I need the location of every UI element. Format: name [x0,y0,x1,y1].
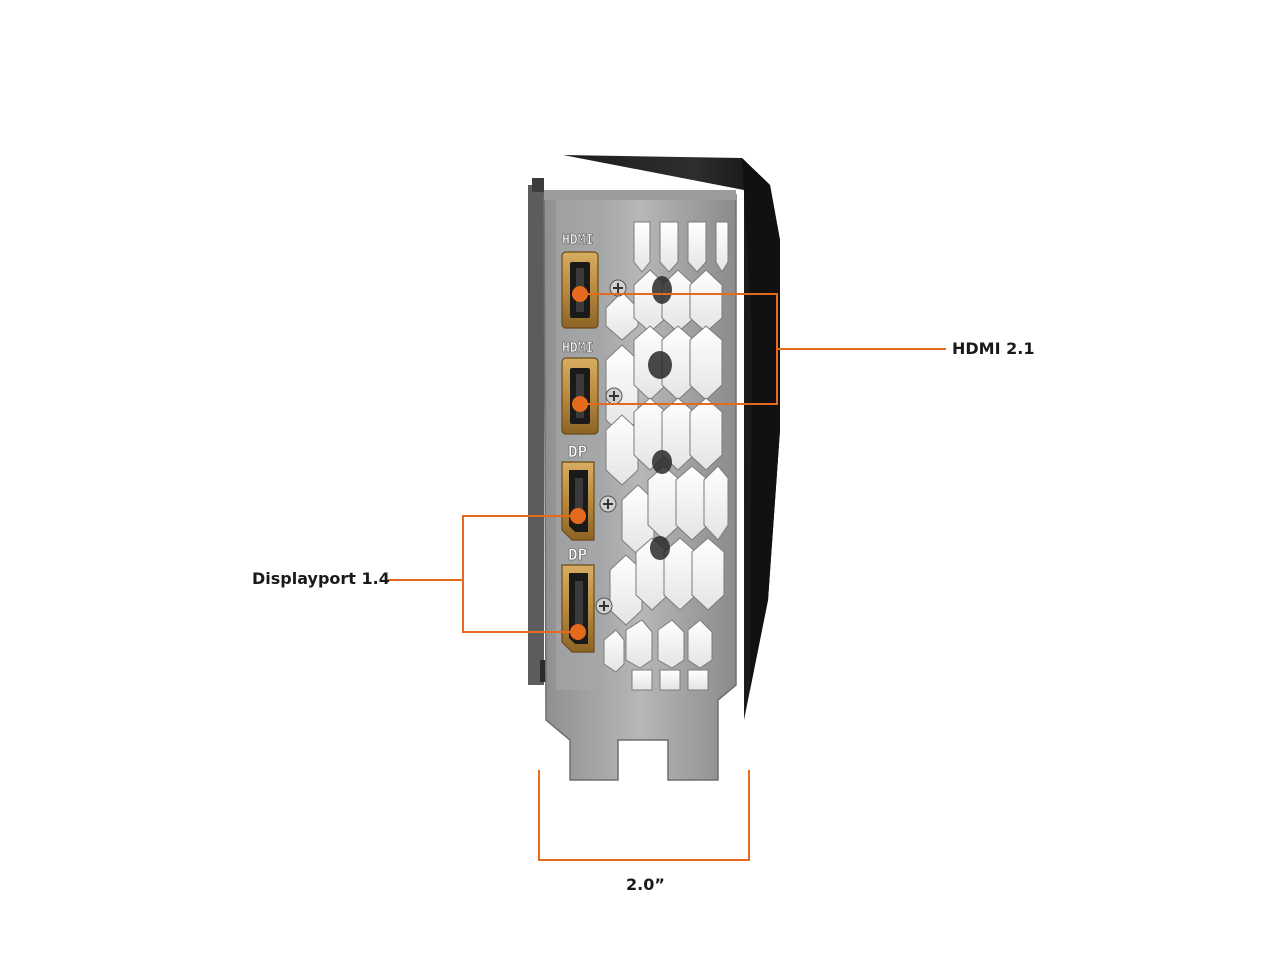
screw-icon [605,387,623,405]
width-dimension-label: 2.0” [626,875,665,894]
callout-dots [570,286,588,640]
bracket-port-stencils: HDMI HDMI DP DP [562,233,594,565]
port-stencil-hdmi-2: HDMI [562,341,593,356]
pcb-edge [528,178,548,685]
port-stencil-dp-1: DP [568,442,587,461]
callout-lines [388,293,946,861]
ventilation-grid [603,221,729,691]
bracket-screws [595,279,627,615]
fan-internals [648,276,672,560]
displayport-1 [561,461,595,541]
hdmi-callout-label: HDMI 2.1 [952,339,1035,358]
screw-icon [609,279,627,297]
screw-icon [599,495,617,513]
displayport-callout-label: Displayport 1.4 [252,569,390,588]
screw-icon [595,597,613,615]
port-stencil-hdmi-1: HDMI [562,233,593,248]
displayport-callout-bracket [388,515,578,633]
cooler-shroud [563,155,780,720]
port-stencil-dp-2: DP [568,545,587,564]
hdmi-callout-bracket [580,293,946,405]
width-dimension-line [538,770,750,861]
